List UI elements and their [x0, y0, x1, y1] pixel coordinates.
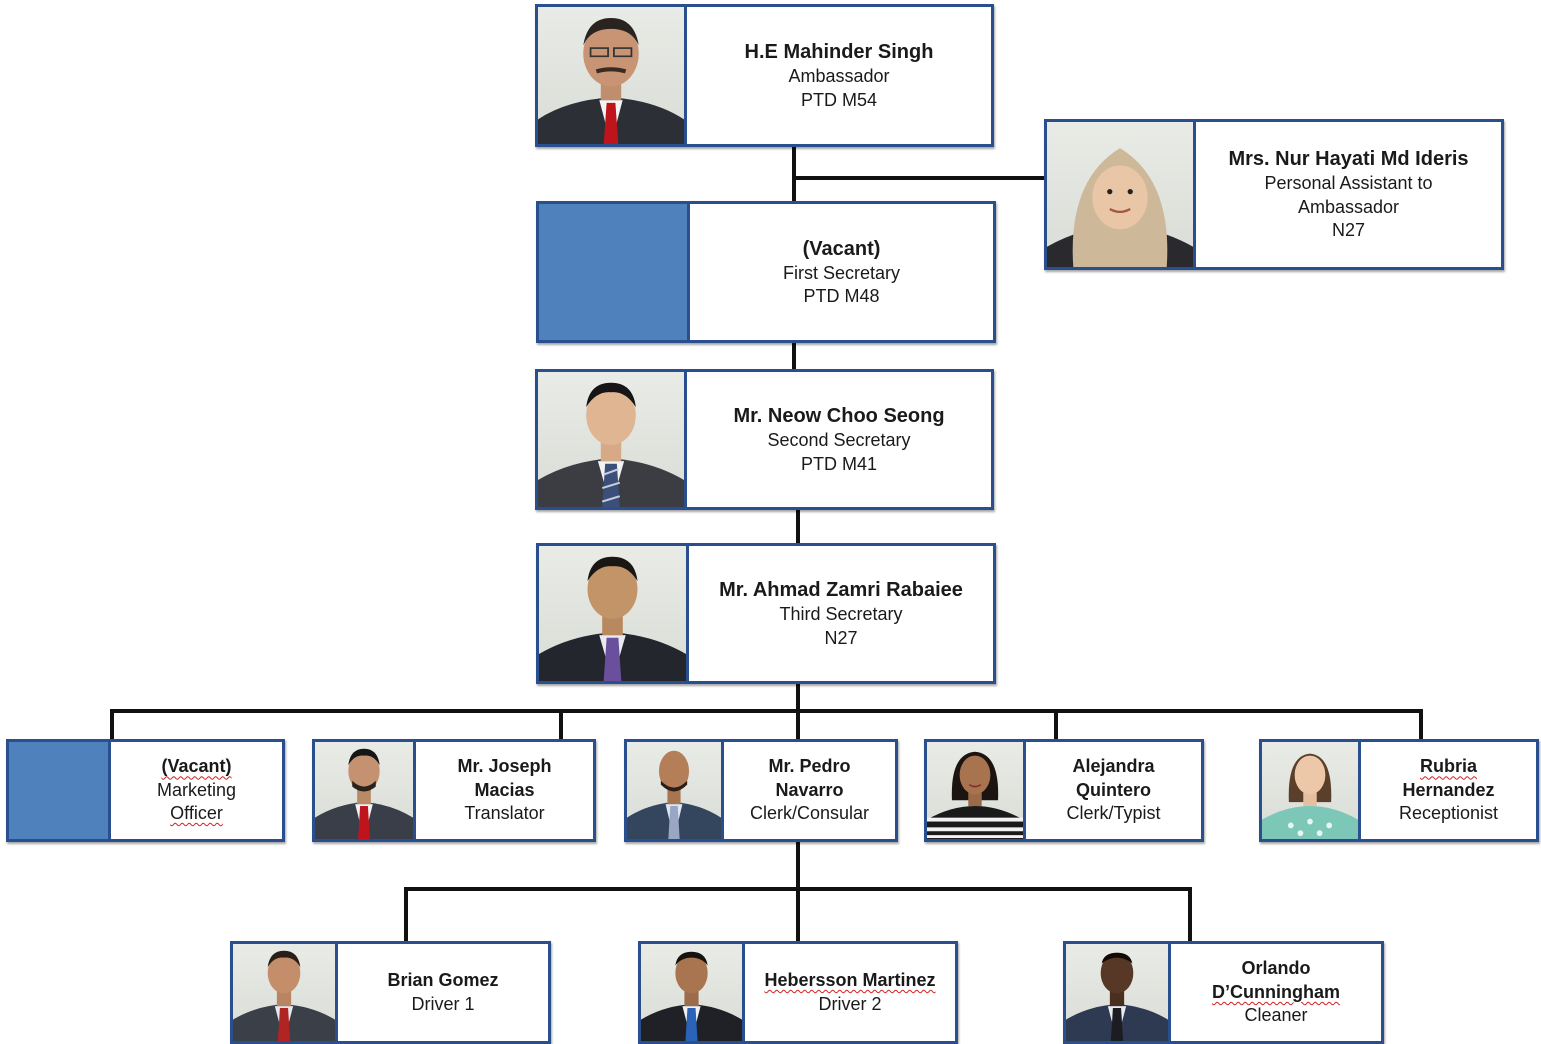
cleaner-photo — [1066, 944, 1171, 1041]
portrait-man-light-tie-icon — [627, 750, 721, 839]
cleaner-name-line2: D’Cunningham — [1212, 981, 1340, 1002]
portrait-man-red-tie-icon — [233, 950, 335, 1041]
translator-title: Translator — [464, 803, 545, 824]
translator-photo — [315, 742, 416, 839]
connector-second-to-third — [796, 508, 800, 545]
card-first-secretary: (Vacant) First Secretary PTD M48 — [536, 201, 996, 343]
connector-support-drop-1 — [404, 887, 408, 943]
driver-1-title: Driver 1 — [411, 993, 475, 1014]
portrait-woman-hijab-icon — [1047, 148, 1193, 267]
clerk-typist-photo — [927, 742, 1026, 839]
portrait-man-red-tie-icon — [315, 748, 413, 839]
clerk-consular-name-line1: Mr. Pedro — [768, 756, 851, 777]
receptionist-title: Receptionist — [1398, 803, 1499, 824]
driver-1-name: Brian Gomez — [387, 970, 499, 991]
card-third-secretary: Mr. Ahmad Zamri Rabaiee Third Secretary … — [536, 543, 996, 684]
marketing-officer-title-line1: Marketing — [156, 779, 237, 800]
first-secretary-grade: PTD M48 — [803, 286, 880, 306]
connector-ambassador-down — [792, 145, 796, 203]
clerk-consular-name-line2: Navarro — [775, 779, 844, 800]
first-secretary-title: First Secretary — [782, 262, 901, 283]
driver-2-name: Hebersson Martinez — [764, 970, 936, 991]
assistant-title-line1: Personal Assistant to — [1264, 173, 1433, 194]
portrait-man-striped-tie-icon — [538, 382, 684, 507]
driver-2-photo — [641, 944, 745, 1041]
connector-staff-drop-3 — [796, 709, 800, 741]
third-secretary-title: Third Secretary — [779, 604, 903, 625]
card-receptionist: Rubria Hernandez Receptionist — [1259, 739, 1539, 842]
clerk-typist-name-line1: Alejandra — [1072, 756, 1155, 777]
translator-name-line1: Mr. Joseph — [457, 756, 552, 777]
connector-staff-bus — [110, 709, 1423, 713]
second-secretary-photo — [538, 372, 687, 507]
ambassador-grade: PTD M54 — [800, 89, 878, 110]
ambassador-title: Ambassador — [788, 66, 890, 87]
portrait-man-dark-tie-icon — [1066, 952, 1168, 1041]
assistant-grade: N27 — [1331, 220, 1366, 241]
connector-support-drop-3 — [1188, 887, 1192, 943]
assistant-photo — [1047, 122, 1196, 267]
portrait-woman-patterned-top-icon — [1262, 753, 1358, 839]
card-clerk-consular: Mr. Pedro Navarro Clerk/Consular — [624, 739, 898, 842]
receptionist-name-line2: Hernandez — [1402, 779, 1495, 800]
receptionist-photo — [1262, 742, 1361, 839]
cleaner-name-line1: Orlando — [1241, 958, 1311, 979]
second-secretary-title: Second Secretary — [767, 430, 911, 451]
marketing-officer-title-line2: Officer — [170, 803, 223, 824]
vacant-placeholder-icon — [539, 204, 690, 340]
card-cleaner: Orlando D’Cunningham Cleaner — [1063, 941, 1384, 1044]
driver-2-title: Driver 2 — [818, 993, 882, 1014]
connector-support-drop-2 — [796, 887, 800, 943]
portrait-man-purple-tie-icon — [539, 556, 686, 681]
third-secretary-photo — [539, 546, 689, 681]
connector-staff-drop-2 — [559, 709, 563, 741]
second-secretary-grade: PTD M41 — [800, 453, 878, 474]
portrait-man-blue-tie-icon — [641, 951, 742, 1041]
card-marketing-officer: (Vacant) Marketing Officer — [6, 739, 285, 842]
vacant-placeholder-icon — [9, 742, 111, 839]
driver-1-photo — [233, 944, 338, 1041]
card-second-secretary: Mr. Neow Choo Seong Second Secretary PTD… — [535, 369, 994, 510]
card-ambassador: H.E Mahinder Singh Ambassador PTD M54 — [535, 4, 994, 147]
connector-assistant-branch — [792, 176, 1046, 180]
clerk-consular-photo — [627, 742, 724, 839]
clerk-typist-title: Clerk/Typist — [1066, 803, 1161, 824]
cleaner-title: Cleaner — [1244, 1005, 1308, 1026]
connector-staff-drop-5 — [1419, 709, 1423, 741]
assistant-name: Mrs. Nur Hayati Md Ideris — [1228, 148, 1469, 171]
assistant-title-line2: Ambassador — [1297, 196, 1400, 217]
card-assistant: Mrs. Nur Hayati Md Ideris Personal Assis… — [1044, 119, 1504, 270]
second-secretary-name: Mr. Neow Choo Seong — [733, 405, 945, 428]
connector-staff-drop-4 — [1054, 709, 1058, 741]
marketing-officer-name: (Vacant) — [161, 756, 232, 777]
portrait-man-red-tie-icon — [538, 17, 684, 144]
clerk-consular-title: Clerk/Consular — [749, 803, 870, 824]
ambassador-photo — [538, 7, 687, 144]
third-secretary-grade: N27 — [824, 627, 858, 648]
connector-third-down — [796, 682, 800, 712]
card-driver-1: Brian Gomez Driver 1 — [230, 941, 551, 1044]
translator-name-line2: Macias — [474, 779, 535, 800]
connector-staff-drop-1 — [110, 709, 114, 741]
first-secretary-name: (Vacant) — [802, 237, 881, 260]
connector-first-to-second — [792, 341, 796, 371]
connector-consular-down — [796, 840, 800, 890]
ambassador-name: H.E Mahinder Singh — [744, 41, 934, 64]
card-driver-2: Hebersson Martinez Driver 2 — [638, 941, 958, 1044]
clerk-typist-name-line2: Quintero — [1076, 779, 1151, 800]
receptionist-name-line1: Rubria — [1419, 756, 1477, 777]
portrait-woman-striped-top-icon — [927, 751, 1023, 839]
card-clerk-typist: Alejandra Quintero Clerk/Typist — [924, 739, 1204, 842]
card-translator: Mr. Joseph Macias Translator — [312, 739, 596, 842]
third-secretary-name: Mr. Ahmad Zamri Rabaiee — [719, 579, 963, 602]
